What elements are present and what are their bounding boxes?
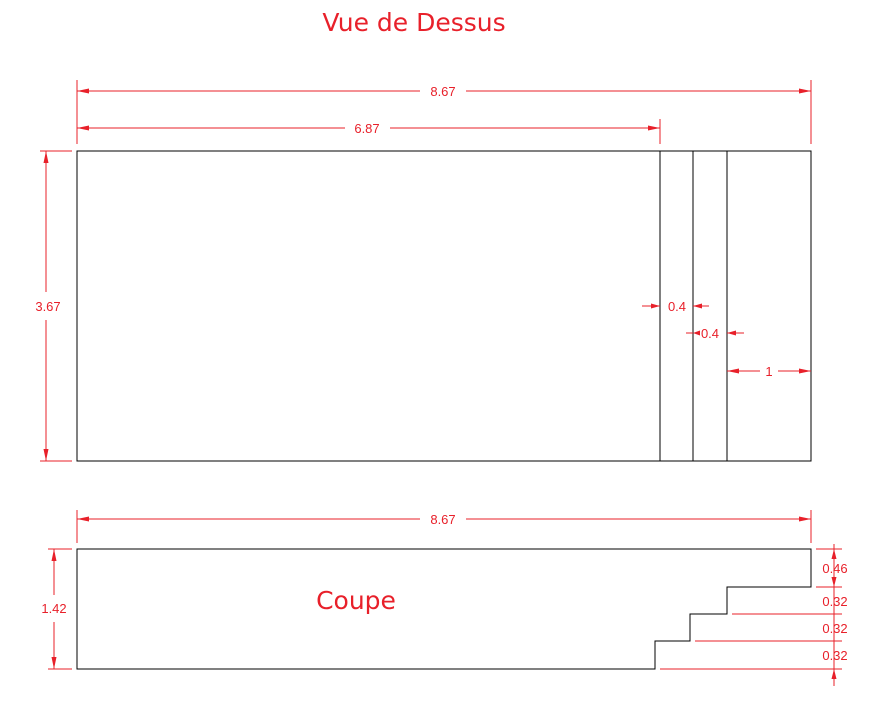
section-outline <box>76 548 812 670</box>
section-rise-4-label: 0.32 <box>822 648 847 663</box>
top-width-dimension: 3.67 <box>35 150 72 462</box>
top-step-1-dimension: 0.4 <box>642 299 709 314</box>
section-rise-3-label: 0.32 <box>822 621 847 636</box>
section-overall-length-dimension: 8.67 <box>76 510 812 543</box>
section-title: Coupe <box>316 586 396 615</box>
top-step-2-label: 0.4 <box>701 326 719 341</box>
top-step-2-dimension: 0.4 <box>686 326 744 341</box>
top-view-outline <box>76 150 812 462</box>
top-main-length-label: 6.87 <box>354 121 379 136</box>
section-depth-dimension: 1.42 <box>41 548 72 670</box>
top-main-length-dimension: 6.87 <box>76 119 661 144</box>
top-width-label: 3.67 <box>35 299 60 314</box>
top-end-label: 1 <box>765 364 772 379</box>
section-rise-dimensions: 0.46 0.32 0.32 0.32 <box>660 544 848 686</box>
top-end-dimension: 1 <box>727 364 811 379</box>
section-depth-label: 1.42 <box>41 601 66 616</box>
top-overall-length-dimension: 8.67 <box>76 80 812 144</box>
section-overall-length-label: 8.67 <box>430 512 455 527</box>
top-step-1-label: 0.4 <box>668 299 686 314</box>
top-overall-length-label: 8.67 <box>430 84 455 99</box>
section-rise-1-label: 0.46 <box>822 561 847 576</box>
top-view-rect <box>76 150 812 462</box>
top-view-title: Vue de Dessus <box>322 8 505 37</box>
section-rise-2-label: 0.32 <box>822 594 847 609</box>
